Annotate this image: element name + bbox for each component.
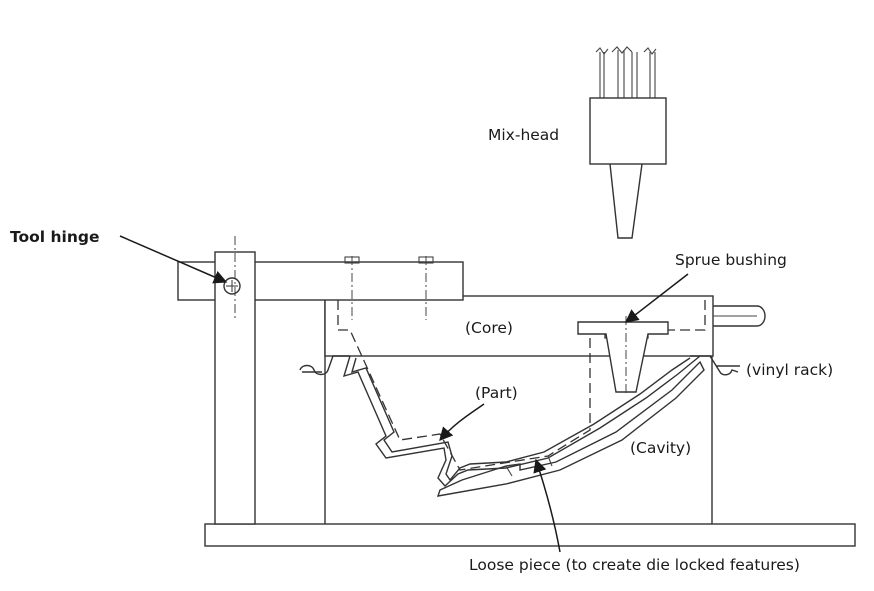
- part-shell: [342, 355, 701, 488]
- loose-piece-arrow: [533, 458, 561, 553]
- mix-head-body: [589, 97, 667, 165]
- cavity-label: (Cavity): [630, 439, 691, 457]
- loose-piece: [436, 360, 705, 497]
- part-arrow: [439, 403, 485, 442]
- mix-head: [589, 46, 667, 239]
- sprue-bushing-arrow: [624, 273, 689, 323]
- mix-head-nozzle: [609, 163, 643, 239]
- sprue-bushing: [577, 321, 669, 393]
- core-label: (Core): [465, 319, 513, 337]
- mix-head-hoses: [595, 46, 660, 99]
- part-label: (Part): [475, 384, 518, 402]
- part-shell-inner: [350, 357, 691, 482]
- loose-piece-ticks: [505, 455, 553, 477]
- tool-hinge-label: Tool hinge: [10, 228, 100, 246]
- vinyl-skin: [299, 355, 740, 376]
- hinge-pin: [223, 277, 241, 295]
- tool-hinge-arrow: [119, 235, 228, 284]
- clamp-bolts: [344, 256, 434, 320]
- core-plate: [324, 295, 766, 357]
- loose-piece-label: Loose piece (to create die locked featur…: [469, 556, 800, 574]
- sprue-bushing-label: Sprue bushing: [675, 251, 787, 269]
- mix-head-label: Mix-head: [488, 126, 559, 144]
- hinge-post: [214, 236, 256, 525]
- vinyl-rack-label: (vinyl rack): [746, 361, 833, 379]
- core-outline: [337, 300, 706, 471]
- base-plate: [204, 523, 856, 547]
